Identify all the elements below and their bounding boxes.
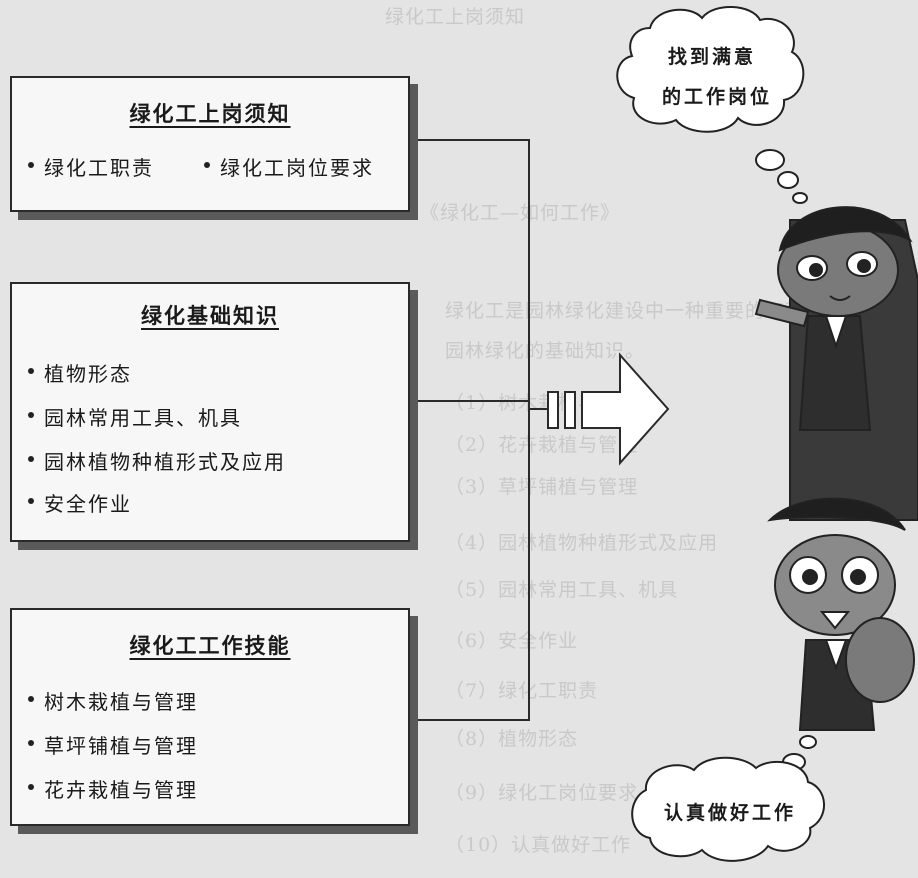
list-item: 园林常用工具、机具 xyxy=(28,402,242,431)
background-text-4: 园林绿化的基础知识。 xyxy=(445,340,646,362)
bullet-icon xyxy=(28,411,34,418)
box-title-work-skills: 绿化工工作技能 xyxy=(129,633,291,658)
background-text-14: （10）认真做好工作 xyxy=(445,834,632,856)
thought-bubble-bottom-text: 认真做好工作 xyxy=(664,802,797,824)
list-item: 植物形态 xyxy=(28,358,132,387)
arrow-icon xyxy=(547,352,670,466)
connector-line-top xyxy=(410,139,530,721)
background-text-6: （2）花卉栽植与管理 xyxy=(445,434,639,456)
background-text-1: 绿化工上岗须知 xyxy=(385,6,526,28)
bullet-icon xyxy=(28,455,34,462)
list-item: 花卉栽植与管理 xyxy=(28,774,198,803)
list-item: 树木栽植与管理 xyxy=(28,686,198,715)
background-text-7: （3）草坪铺植与管理 xyxy=(445,476,639,498)
thought-bubble-top-line-2: 的工作岗位 xyxy=(662,86,773,108)
box-work-skills: 绿化工工作技能 树木栽植与管理 草坪铺植与管理 花卉栽植与管理 xyxy=(10,608,410,826)
man-character-icon xyxy=(767,497,915,731)
background-text-11: （7）绿化工职责 xyxy=(445,680,599,702)
list-item: 绿化工职责 xyxy=(28,152,154,181)
background-text-2: 《绿化工—如何工作》 xyxy=(420,202,621,224)
thought-bubble-top-line-1: 找到满意 xyxy=(668,46,757,68)
background-text-12: （8）植物形态 xyxy=(445,728,579,750)
list-item: 草坪铺植与管理 xyxy=(28,730,198,759)
background-text-10: （6）安全作业 xyxy=(445,630,579,652)
box-job-requirements: 绿化工上岗须知 绿化工职责 绿化工岗位要求 xyxy=(10,76,410,212)
bullet-icon xyxy=(28,367,34,374)
thought-bubble-bottom-icon xyxy=(631,718,825,862)
bullet-icon xyxy=(28,739,34,746)
box-basic-knowledge: 绿化基础知识 植物形态 园林常用工具、机具 园林植物种植形式及应用 安全作业 xyxy=(10,282,410,542)
bullet-icon xyxy=(204,161,210,168)
list-item: 安全作业 xyxy=(28,488,132,517)
bullet-icon xyxy=(28,783,34,790)
background-text-9: （5）园林常用工具、机具 xyxy=(445,579,679,601)
list-item: 园林植物种植形式及应用 xyxy=(28,446,286,475)
background-text-13: （9）绿化工岗位要求 xyxy=(445,782,639,804)
box-title-job-requirements: 绿化工上岗须知 xyxy=(129,101,291,126)
bullet-icon xyxy=(28,161,34,168)
woman-character-icon xyxy=(754,206,918,521)
thought-bubble-top-icon xyxy=(616,5,808,204)
bullet-icon xyxy=(28,497,34,504)
background-text-8: （4）园林植物种植形式及应用 xyxy=(445,532,719,554)
bullet-icon xyxy=(28,695,34,702)
list-item: 绿化工岗位要求 xyxy=(204,152,374,181)
box-title-basic-knowledge: 绿化基础知识 xyxy=(141,303,279,328)
